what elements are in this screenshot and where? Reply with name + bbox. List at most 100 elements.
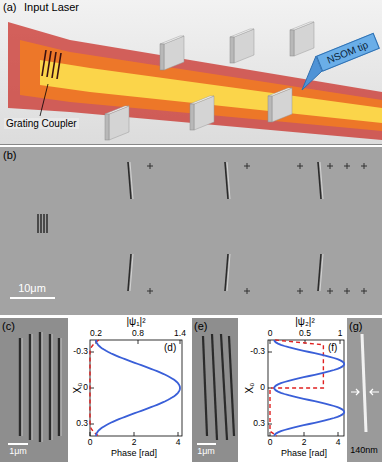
- alignment-mark: [147, 163, 367, 294]
- tick-label: 0.3: [253, 419, 265, 428]
- tick-label: 1: [338, 329, 343, 338]
- slab: [230, 29, 254, 37]
- tick-label: 0.3: [76, 419, 88, 428]
- tick-label: 0: [83, 383, 88, 392]
- alignment-mark: [297, 163, 303, 169]
- panel-label: (c): [2, 320, 15, 332]
- slit-edge: [22, 332, 61, 442]
- tick-label: 2: [302, 438, 307, 447]
- panel-label: (g): [349, 320, 362, 332]
- grating-coupler: [42, 50, 46, 76]
- grating: [38, 214, 47, 233]
- grating: [43, 214, 45, 233]
- slit: [49, 334, 51, 440]
- tick-label: 0: [88, 438, 93, 447]
- slit: [29, 334, 31, 440]
- grating-coupler: [42, 50, 61, 79]
- tick-label: -0.3: [73, 347, 88, 356]
- axis-label: X₀: [72, 383, 83, 394]
- component-label: Input Laser: [24, 1, 79, 13]
- slit: [39, 332, 41, 442]
- panel-a-render: [0, 0, 382, 145]
- slab: [268, 88, 292, 96]
- slit: [227, 162, 230, 199]
- width-arrow: [351, 389, 359, 395]
- scale-label: 1μm: [197, 447, 215, 457]
- probe-label: NSOM tip: [325, 39, 370, 66]
- scale-label: 10μm: [18, 282, 46, 294]
- tick-mark: [268, 352, 272, 353]
- grating-coupler: [47, 51, 51, 77]
- slab: [160, 36, 184, 44]
- slab: [268, 96, 272, 122]
- tick-mark: [340, 340, 341, 344]
- phase-curve: [90, 340, 99, 436]
- slab: [230, 37, 234, 63]
- slab: [190, 104, 194, 130]
- slit: [362, 334, 366, 432]
- tick-mark: [90, 432, 91, 436]
- scale-bar: [10, 297, 55, 299]
- slit: [320, 162, 323, 199]
- alignment-mark: [344, 288, 350, 294]
- component-label: Grating Coupler: [4, 118, 79, 129]
- grating: [37, 214, 39, 233]
- slit: [221, 334, 227, 440]
- slit: [19, 338, 21, 436]
- tick-label: 4: [176, 438, 181, 447]
- dimension-label: 140nm: [350, 446, 378, 456]
- tick-label: 1.4: [174, 329, 186, 338]
- slit: [227, 254, 230, 291]
- sem-ground: [0, 318, 68, 462]
- slit: [212, 334, 217, 440]
- alignment-mark: [327, 163, 333, 169]
- panel-b-sem: [0, 147, 382, 315]
- axis-label: |ψ₂|²: [295, 316, 315, 327]
- alignment-mark: [297, 288, 303, 294]
- tick-mark: [134, 432, 135, 436]
- width-arrow: [351, 389, 379, 395]
- plot-d: [90, 340, 182, 436]
- plot-frame: [90, 340, 182, 436]
- tick-mark: [304, 432, 305, 436]
- slit-edge: [52, 334, 53, 440]
- intensity-curve: [274, 340, 344, 436]
- axis-label: X₀: [244, 383, 255, 394]
- panel-label: (a): [3, 1, 16, 13]
- tick-mark: [180, 340, 181, 344]
- panel-label: (f): [328, 342, 337, 353]
- leader-line: [40, 84, 48, 116]
- tick-label: 0.5: [299, 329, 311, 338]
- width-arrow: [370, 389, 379, 395]
- slab: [290, 30, 294, 56]
- scale-label: 1μm: [9, 447, 27, 457]
- plot-f: [270, 340, 344, 436]
- tick-label: -0.3: [250, 347, 265, 356]
- slit-edge: [22, 338, 23, 436]
- slab: [190, 96, 214, 104]
- axis-label: Phase [rad]: [281, 449, 327, 459]
- render-ground: [0, 0, 382, 144]
- grating: [40, 214, 42, 233]
- alignment-mark: [361, 163, 367, 169]
- slit: [203, 336, 207, 436]
- slab: [290, 22, 314, 30]
- slit-edge: [32, 334, 33, 440]
- panel-c-sem: [0, 318, 68, 462]
- grating-coupler: [57, 53, 61, 79]
- axis-label: |ψ₁|²: [126, 316, 145, 327]
- slab: [105, 22, 314, 140]
- panel-g-sem: [347, 318, 382, 462]
- tick-label: 4: [336, 438, 341, 447]
- slab: [160, 44, 164, 70]
- probe-tip: NSOM tip: [316, 33, 380, 72]
- tick-label: 0.8: [132, 329, 144, 338]
- plot-d: [90, 340, 180, 436]
- sem-ground: [347, 318, 382, 462]
- tick-label: 2: [132, 438, 137, 447]
- panel-label: (b): [3, 149, 16, 161]
- alignment-mark: [244, 288, 250, 294]
- plot-frame: [268, 340, 344, 436]
- slit: [320, 254, 323, 291]
- sem-ground: [0, 147, 382, 315]
